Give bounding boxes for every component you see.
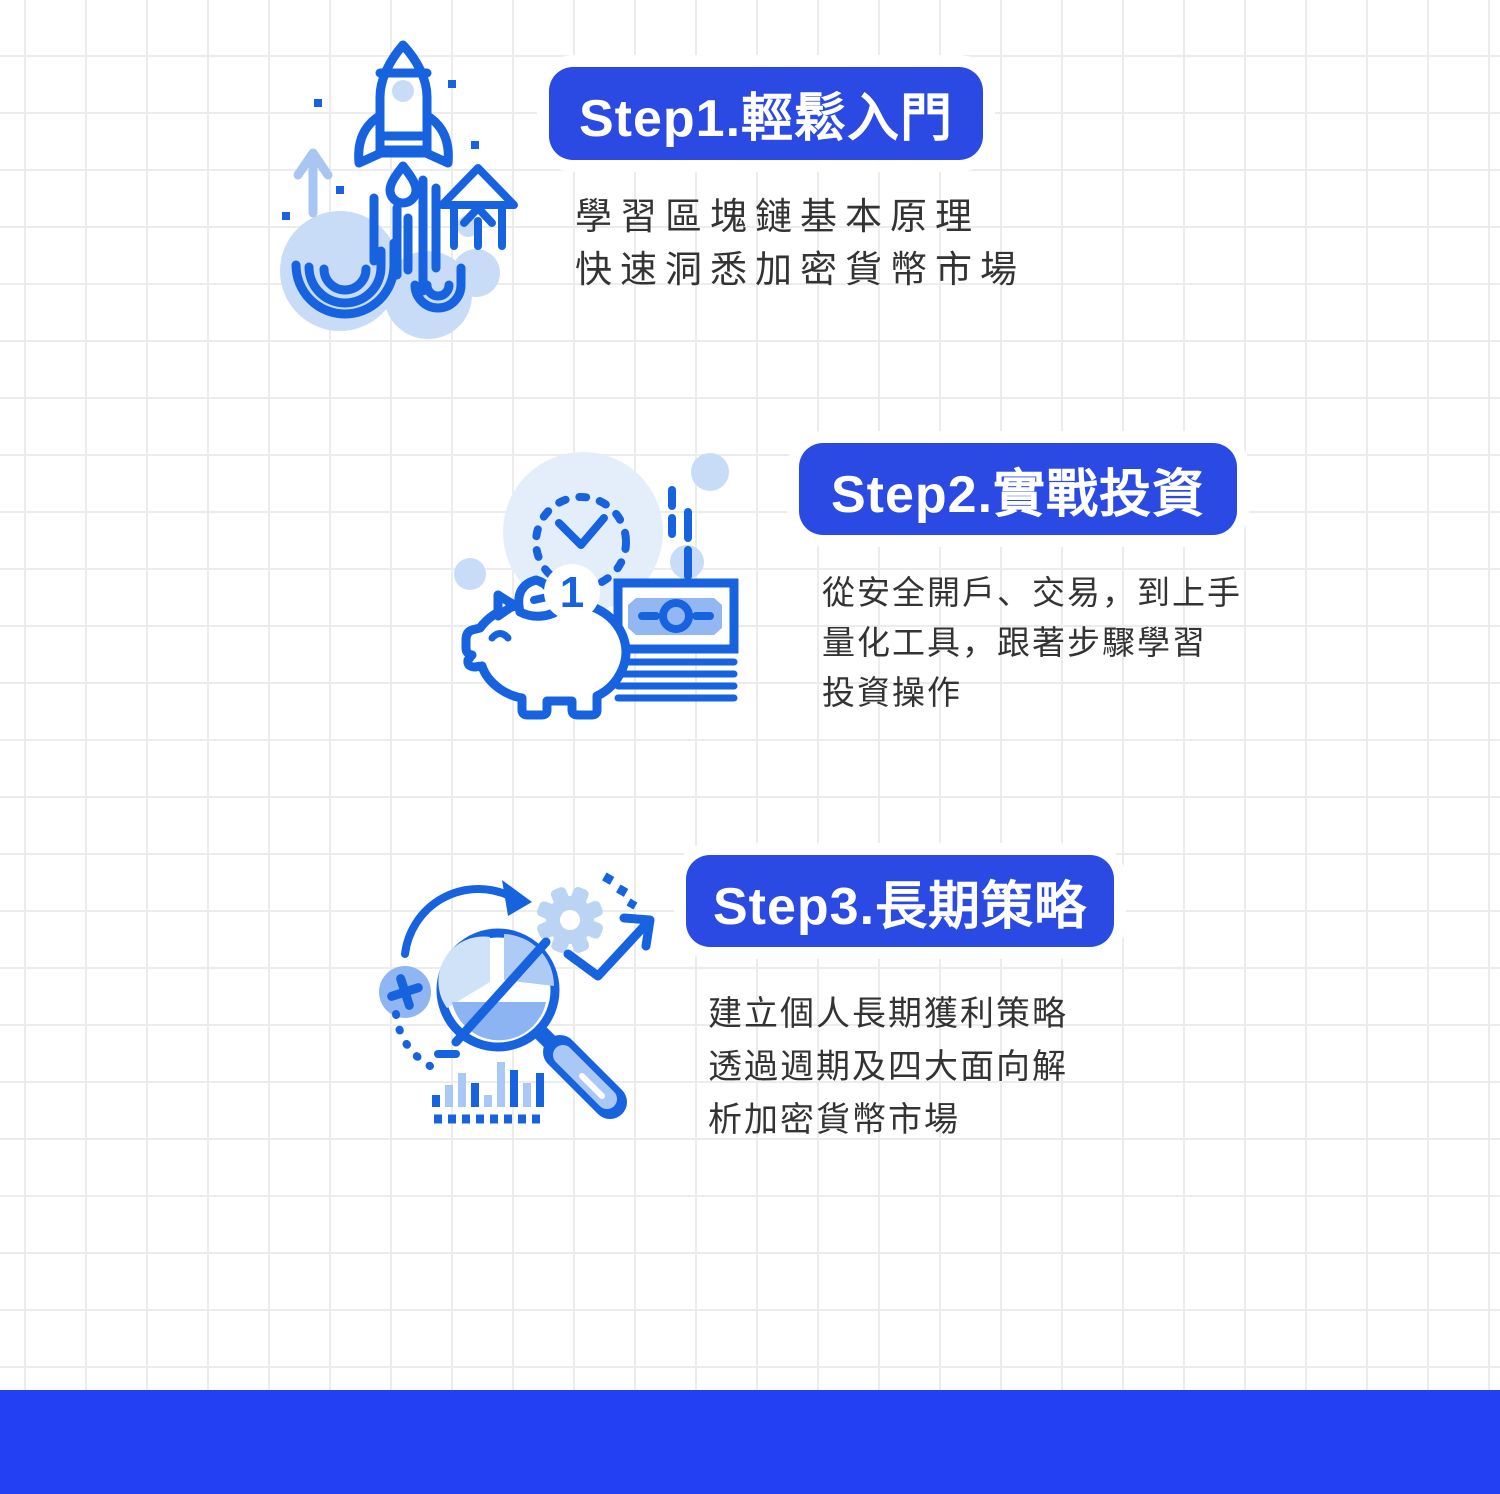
step2-line-3: 投資操作 [822, 674, 962, 711]
step1-badge: Step1.輕鬆入門 [549, 67, 983, 160]
footer-bar [0, 1390, 1500, 1494]
step2-badge: Step2.實戰投資 [799, 443, 1237, 535]
step3-badge-label: Step3.長期策略 [712, 877, 1088, 936]
step2-line-2: 量化工具，跟著步驟學習 [822, 624, 1207, 661]
step1-line-2: 快速洞悉加密貨幣市場 [575, 249, 1025, 290]
step3-line-1: 建立個人長期獲利策略 [708, 995, 1068, 1033]
step2-description: 從安全開戶、交易，到上手 量化工具，跟著步驟學習 投資操作 [822, 568, 1242, 718]
step1-badge-label: Step1.輕鬆入門 [578, 90, 954, 148]
step1-line-1: 學習區塊鏈基本原理 [575, 196, 980, 237]
step3-description: 建立個人長期獲利策略 透過週期及四大面向解 析加密貨幣市場 [708, 988, 1068, 1147]
rocket-launch-icon [280, 40, 518, 339]
step3-badge: Step3.長期策略 [686, 855, 1114, 947]
step3-line-3: 析加密貨幣市場 [708, 1101, 960, 1139]
market-analysis-icon [379, 872, 655, 1124]
step2-badge-label: Step2.實戰投資 [830, 465, 1206, 524]
step2-line-1: 從安全開戶、交易，到上手 [822, 574, 1242, 611]
piggy-bank-savings-icon: 1 [454, 452, 739, 720]
coin-digit: 1 [560, 568, 584, 617]
step1-description: 學習區塊鏈基本原理 快速洞悉加密貨幣市場 [575, 190, 1025, 296]
step3-line-2: 透過週期及四大面向解 [708, 1048, 1068, 1086]
